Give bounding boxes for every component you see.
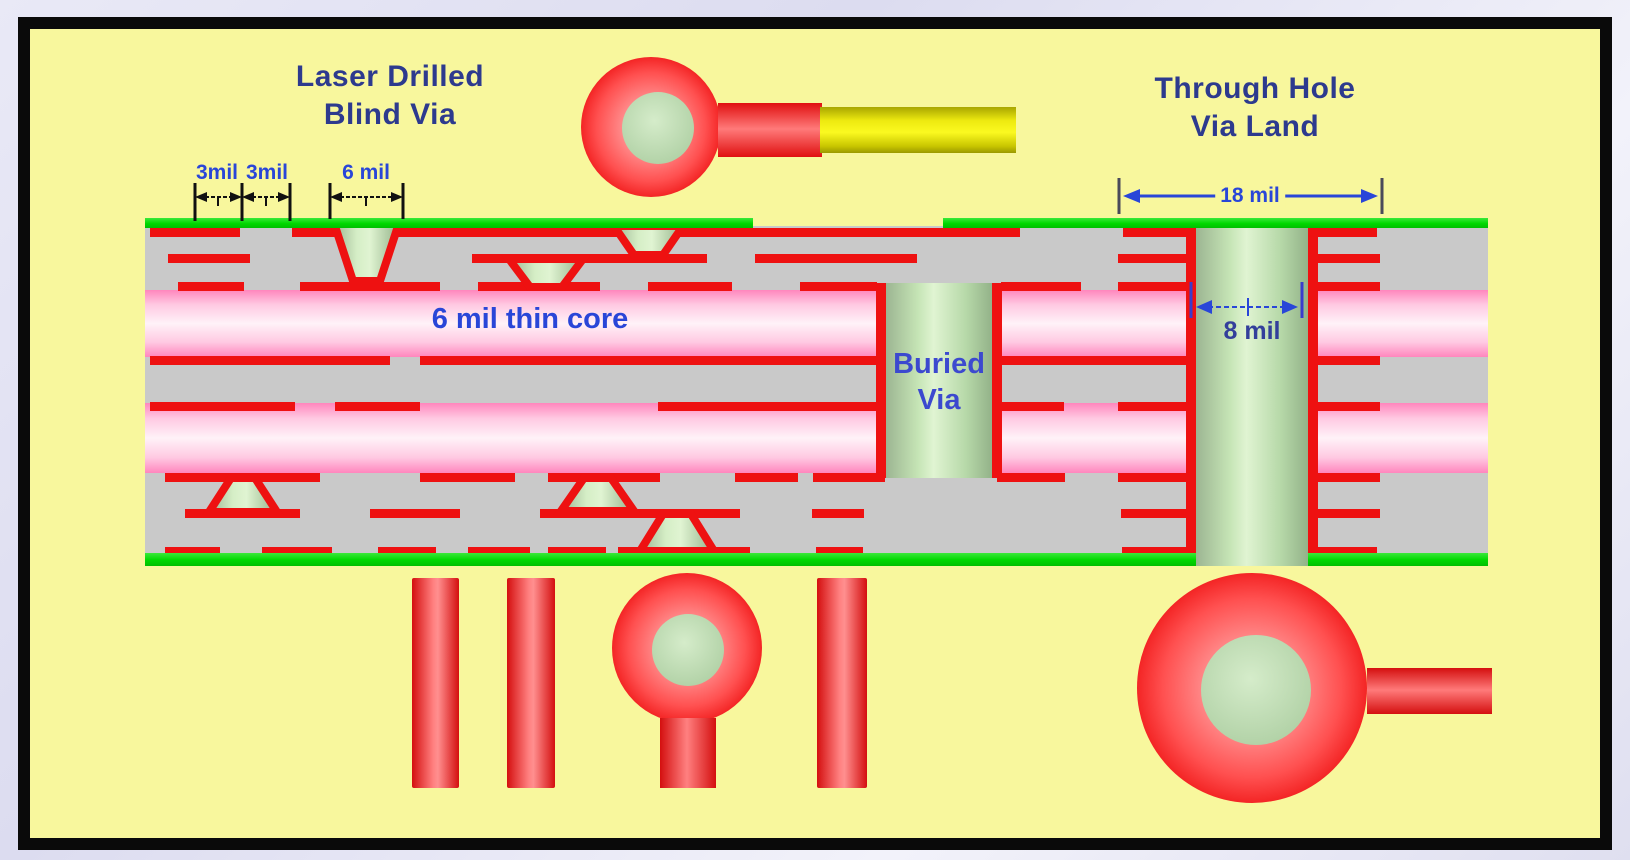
copper-trace-segment [165,473,320,482]
copper-trace-segment [1122,547,1192,556]
dim-label-3mil-right: 3mil [245,161,289,184]
copper-trace-segment [1318,402,1380,411]
top-pad-red-trace [718,103,822,157]
bottom-trace-2 [507,578,555,788]
copper-trace-segment [1118,254,1188,263]
copper-trace-segment [165,547,220,556]
buried-via-wall-left [876,283,886,478]
copper-trace-segment [800,282,877,291]
copper-trace-segment [378,547,436,556]
dim-label-3mil-left: 3mil [195,161,239,184]
solder-mask-bottom-left [145,553,1196,566]
copper-trace-segment [478,282,600,291]
dim-label-18mil: 18 mil [1215,184,1285,208]
copper-trace-segment [292,228,1020,237]
solder-mask-bottom-right [1308,553,1488,566]
solder-mask-top-right [943,218,1488,228]
copper-trace-segment [262,547,332,556]
through-hole-title-line1: Through Hole [1154,72,1356,105]
copper-trace-segment [300,282,440,291]
buried-via-label-line1: Buried [893,348,985,380]
copper-trace-segment [812,509,864,518]
dim-label-6mil: 6 mil [342,161,390,184]
copper-trace-segment [150,402,295,411]
dim-label-8mil: 8 mil [1223,317,1281,345]
copper-trace-segment [755,254,917,263]
copper-trace-segment [420,356,600,365]
copper-trace-segment [997,473,1065,482]
through-hole-land-trace [1367,668,1492,714]
bottom-via-pad-hole [652,614,724,686]
copper-trace-segment [540,509,740,518]
copper-trace-segment [1001,402,1064,411]
copper-trace-segment [420,473,515,482]
copper-trace-segment [800,402,877,411]
copper-trace-segment [658,402,803,411]
top-pad-yellow-trace [820,107,1016,153]
copper-trace-segment [1118,282,1188,291]
copper-trace-segment [1318,473,1380,482]
through-hole-via-barrel [1196,222,1308,566]
copper-trace-segment [1314,228,1377,237]
copper-trace-segment [1312,282,1380,291]
copper-trace-segment [472,254,707,263]
copper-trace-segment [150,356,390,365]
copper-trace-segment [1121,509,1189,518]
through-hole-land-hole [1201,635,1311,745]
copper-trace-segment [185,509,300,518]
copper-trace-segment [572,356,877,365]
copper-trace-segment [648,282,732,291]
copper-trace-segment [168,254,250,263]
bottom-trace-1 [412,578,459,788]
copper-trace-segment [813,473,885,482]
copper-trace-segment [370,509,460,518]
copper-trace-segment [1123,228,1190,237]
copper-trace-segment [735,473,798,482]
copper-trace-segment [548,473,660,482]
copper-trace-segment [1318,509,1380,518]
solder-mask-top-left [145,218,753,228]
copper-trace-segment [468,547,530,556]
copper-trace-segment [335,402,420,411]
blind-via-title-line1: Laser Drilled [295,60,485,93]
through-hole-title-line2: Via Land [1190,110,1320,143]
copper-trace-segment [1118,402,1186,411]
copper-trace-segment [178,282,244,291]
copper-trace-segment [150,228,240,237]
buried-via-wall-right [992,283,1002,478]
copper-trace-segment [1118,473,1188,482]
bottom-trace-3 [817,578,867,788]
blind-via-title-line2: Blind Via [323,98,457,131]
copper-trace-segment [1318,356,1380,365]
copper-trace-segment [1315,547,1377,556]
copper-trace-segment [816,547,863,556]
copper-trace-segment [1312,254,1380,263]
through-hole-wall-left [1186,228,1196,557]
bottom-pad-trace [660,718,716,788]
thin-core-label: 6 mil thin core [431,303,629,335]
through-hole-wall-right [1308,228,1318,557]
buried-via-barrel [886,283,992,478]
top-pad-hole [622,92,694,164]
copper-trace-segment [1001,356,1186,365]
copper-trace-segment [1001,282,1081,291]
buried-via-label-line2: Via [917,384,961,416]
copper-trace-segment [548,547,606,556]
